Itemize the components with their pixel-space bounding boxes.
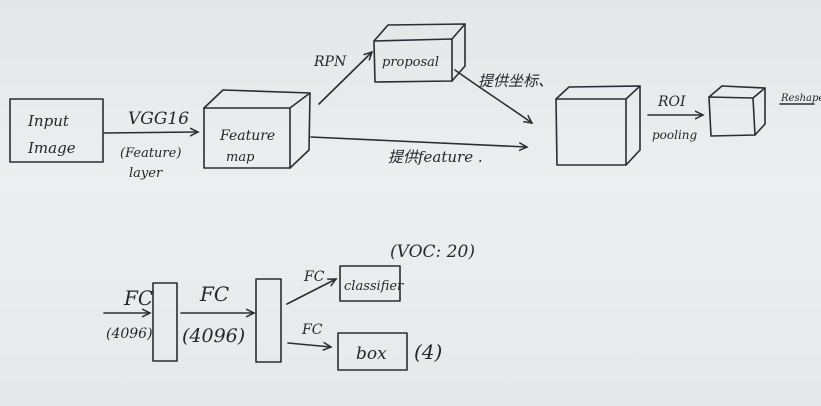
coords-label: 提供坐标、 xyxy=(478,72,553,90)
input-image-box xyxy=(9,98,104,163)
input-label-line1: Input xyxy=(27,112,70,130)
reshape-label: Reshape xyxy=(780,93,821,104)
fc2-dim: (4096) xyxy=(182,325,245,347)
roi-cube xyxy=(555,85,641,166)
classifier-box xyxy=(339,265,401,302)
arrow-proposal-to-roi xyxy=(454,69,532,123)
arrow-to-box xyxy=(287,343,331,347)
vgg-sub-label-2: layer xyxy=(129,166,163,181)
fc4-label: FC xyxy=(301,322,323,338)
box-dim: (4) xyxy=(414,340,442,364)
fc1-label: FC xyxy=(123,286,153,310)
feature-label-line1: Feature xyxy=(219,128,275,144)
feature-label-line2: map xyxy=(226,150,255,165)
fc-layer-1 xyxy=(152,282,178,362)
box-label: box xyxy=(356,344,387,364)
rpn-label: RPN xyxy=(313,54,347,70)
arrow-to-classifier xyxy=(286,278,336,305)
feature-map-cube xyxy=(203,89,311,169)
arrow-rpn xyxy=(318,52,372,105)
fc2-label: FC xyxy=(199,282,229,306)
arrow-feature-to-roi xyxy=(310,136,527,147)
input-label-line2: Image xyxy=(27,139,76,157)
arrow-input-to-feature xyxy=(103,132,198,133)
roi-label: ROI xyxy=(657,94,686,110)
feature-provide-label: 提供feature . xyxy=(388,148,483,166)
vgg-label: VGG16 xyxy=(128,109,189,129)
classifier-label: classifier xyxy=(344,279,404,294)
box-regression-box xyxy=(337,332,408,371)
proposal-cube xyxy=(373,23,466,83)
pooling-label: pooling xyxy=(652,128,698,142)
fc3-label: FC xyxy=(303,269,325,285)
pooled-cube xyxy=(708,85,766,137)
vgg-sub-label-1: (Feature) xyxy=(120,146,181,161)
fc1-dim: (4096) xyxy=(106,326,153,342)
voc-label: (VOC: 20) xyxy=(390,242,475,262)
fc-layer-2 xyxy=(255,278,282,363)
proposal-label: proposal xyxy=(382,55,439,70)
